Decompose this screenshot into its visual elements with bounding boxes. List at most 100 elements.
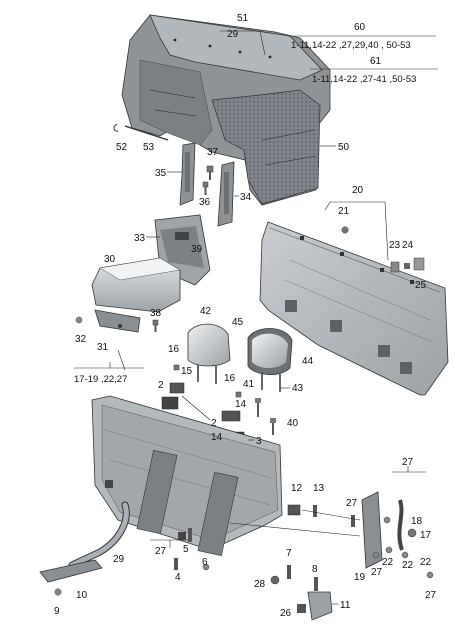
washer-part-27-b bbox=[372, 551, 380, 559]
armrest-base-part-31 bbox=[94, 309, 141, 333]
label-16-right: 16 bbox=[224, 373, 236, 384]
bolt-part-27-a bbox=[351, 515, 355, 527]
label-51: 51 bbox=[237, 13, 249, 24]
washer-part-6 bbox=[202, 563, 210, 571]
label-44: 44 bbox=[302, 356, 314, 367]
label-3: 3 bbox=[256, 436, 262, 447]
label-16-left: 16 bbox=[168, 344, 180, 355]
clip-part-23 bbox=[390, 261, 400, 273]
hinge-part-19 bbox=[361, 491, 383, 569]
rear-panel-part-20 bbox=[259, 221, 449, 396]
bolt-part-7 bbox=[287, 565, 291, 579]
clip-part-24 bbox=[404, 263, 410, 269]
armrest-cushion-part-30 bbox=[91, 257, 181, 313]
label-12: 12 bbox=[291, 483, 303, 494]
label-2-right: 2 bbox=[211, 418, 217, 429]
label-20: 20 bbox=[352, 185, 364, 196]
label-29-top: 29 bbox=[227, 29, 239, 40]
guide-part-14 bbox=[221, 410, 241, 422]
washer-part-22-b bbox=[401, 551, 409, 559]
ref-61: 1-11,14-22 ,27-41 ,50-53 bbox=[312, 74, 416, 85]
label-41: 41 bbox=[243, 379, 255, 390]
nut-part-12 bbox=[287, 504, 301, 516]
ref-17-19: 17-19 ,22,27 bbox=[74, 374, 127, 385]
ref-60: 1-11,14-22 ,27,29,40 , 50-53 bbox=[291, 40, 411, 51]
label-35: 35 bbox=[155, 168, 167, 179]
label-33: 33 bbox=[134, 233, 146, 244]
washer-part-22-a bbox=[385, 546, 393, 554]
strap-part-29 bbox=[68, 501, 130, 569]
label-45: 45 bbox=[232, 317, 244, 328]
rod-part-53 bbox=[113, 123, 169, 141]
bolt-part-16-right bbox=[235, 391, 242, 398]
label-18: 18 bbox=[411, 516, 423, 527]
bolt-part-40 bbox=[270, 418, 276, 435]
label-28: 28 bbox=[254, 579, 266, 590]
label-21: 21 bbox=[338, 206, 350, 217]
bolt-part-9 bbox=[54, 588, 62, 596]
label-37: 37 bbox=[207, 147, 219, 158]
headrest-part-42 bbox=[187, 323, 231, 384]
label-40: 40 bbox=[287, 418, 299, 429]
clip-part-25 bbox=[413, 257, 425, 271]
leader-lines bbox=[117, 349, 361, 537]
label-29-bottom: 29 bbox=[113, 554, 125, 565]
washer-part-27-c bbox=[426, 571, 434, 579]
cap-part-26 bbox=[297, 604, 306, 613]
bracket-part-35 bbox=[179, 142, 196, 206]
nut-part-28 bbox=[270, 575, 280, 585]
label-11: 11 bbox=[340, 600, 351, 611]
label-19: 19 bbox=[354, 572, 366, 583]
guide-part-15 bbox=[169, 382, 185, 394]
label-42: 42 bbox=[200, 306, 212, 317]
bolt-part-5 bbox=[188, 528, 192, 542]
label-61: 61 bbox=[370, 56, 382, 67]
label-27-right-top: 27 bbox=[402, 457, 414, 468]
bolt-part-4 bbox=[174, 558, 178, 570]
clip-part-21 bbox=[341, 226, 349, 234]
label-43: 43 bbox=[292, 383, 304, 394]
label-22-a: 22 bbox=[382, 557, 394, 568]
bushing-part-17 bbox=[407, 528, 417, 538]
label-60: 60 bbox=[354, 22, 366, 33]
label-27-right-mid: 27 bbox=[346, 498, 358, 509]
label-13: 13 bbox=[313, 483, 325, 494]
label-5: 5 bbox=[183, 544, 189, 555]
label-22-b: 22 bbox=[402, 560, 414, 571]
washer-part-22-c bbox=[383, 516, 391, 524]
label-32: 32 bbox=[75, 334, 87, 345]
label-27-left: 27 bbox=[155, 546, 167, 557]
label-2-left: 2 bbox=[158, 380, 164, 391]
label-6: 6 bbox=[202, 557, 208, 568]
label-39: 39 bbox=[191, 244, 203, 255]
label-22-c: 22 bbox=[420, 557, 432, 568]
cover-part-11 bbox=[307, 591, 333, 621]
label-23: 23 bbox=[389, 240, 401, 251]
label-52: 52 bbox=[116, 142, 128, 153]
label-25: 25 bbox=[415, 280, 427, 291]
part-labels: 51 29 60 1-11,14-22 ,27,29,40 , 50-53 61… bbox=[54, 13, 438, 619]
label-8: 8 bbox=[312, 564, 318, 575]
bolt-part-32 bbox=[75, 316, 83, 324]
backrest-frame bbox=[91, 395, 283, 556]
label-10: 10 bbox=[76, 590, 88, 601]
label-14-top: 14 bbox=[235, 399, 247, 410]
label-31: 31 bbox=[97, 342, 109, 353]
bolt-part-13 bbox=[313, 505, 317, 517]
bolt-part-16-left bbox=[173, 364, 180, 371]
label-4: 4 bbox=[175, 572, 181, 583]
bolt-part-38 bbox=[152, 319, 159, 332]
label-53: 53 bbox=[143, 142, 155, 153]
label-27-right-low: 27 bbox=[371, 567, 383, 578]
label-50: 50 bbox=[338, 142, 350, 153]
bolt-part-36 bbox=[202, 181, 209, 195]
headrest-part-45 bbox=[247, 328, 293, 392]
label-7: 7 bbox=[286, 548, 292, 559]
hinge-part-18 bbox=[397, 499, 404, 551]
label-26: 26 bbox=[280, 608, 292, 619]
bolt-part-37 bbox=[206, 165, 214, 180]
bracket-part-34 bbox=[217, 161, 235, 227]
label-9: 9 bbox=[54, 606, 60, 617]
label-14-bottom: 14 bbox=[211, 432, 223, 443]
